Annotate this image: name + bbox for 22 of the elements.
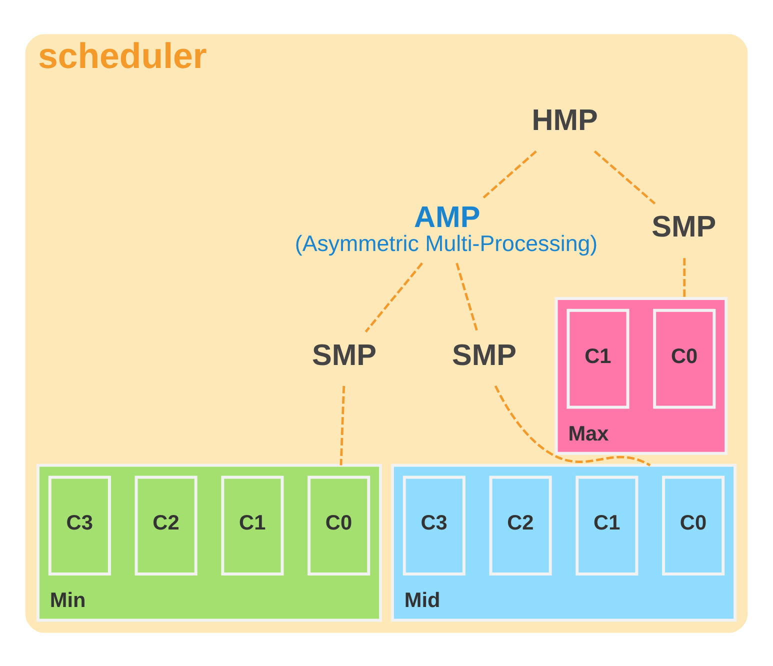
node-box: C1	[576, 475, 638, 576]
connector	[594, 150, 656, 204]
connector	[683, 258, 686, 298]
node-box: C2	[134, 475, 198, 576]
connector	[364, 262, 424, 332]
connector	[456, 262, 478, 332]
node-box: C0	[308, 475, 370, 576]
connector	[494, 384, 651, 466]
node-box: C1	[221, 475, 284, 576]
node-text: SMP	[312, 338, 377, 372]
node-box: C3	[402, 475, 466, 576]
node-box: C1	[566, 308, 630, 408]
node-box: C0	[653, 308, 716, 408]
node-text: AMP (Asymmetric Multi-Processing)	[294, 200, 598, 256]
node-text: HMP	[532, 104, 598, 137]
node-box: C2	[489, 475, 552, 576]
node-text: SMP	[652, 210, 716, 244]
node-box: C3	[48, 475, 111, 576]
connector	[340, 385, 346, 465]
connector	[482, 150, 537, 199]
node-text: SMP	[452, 338, 517, 372]
node-box: C0	[662, 475, 725, 576]
